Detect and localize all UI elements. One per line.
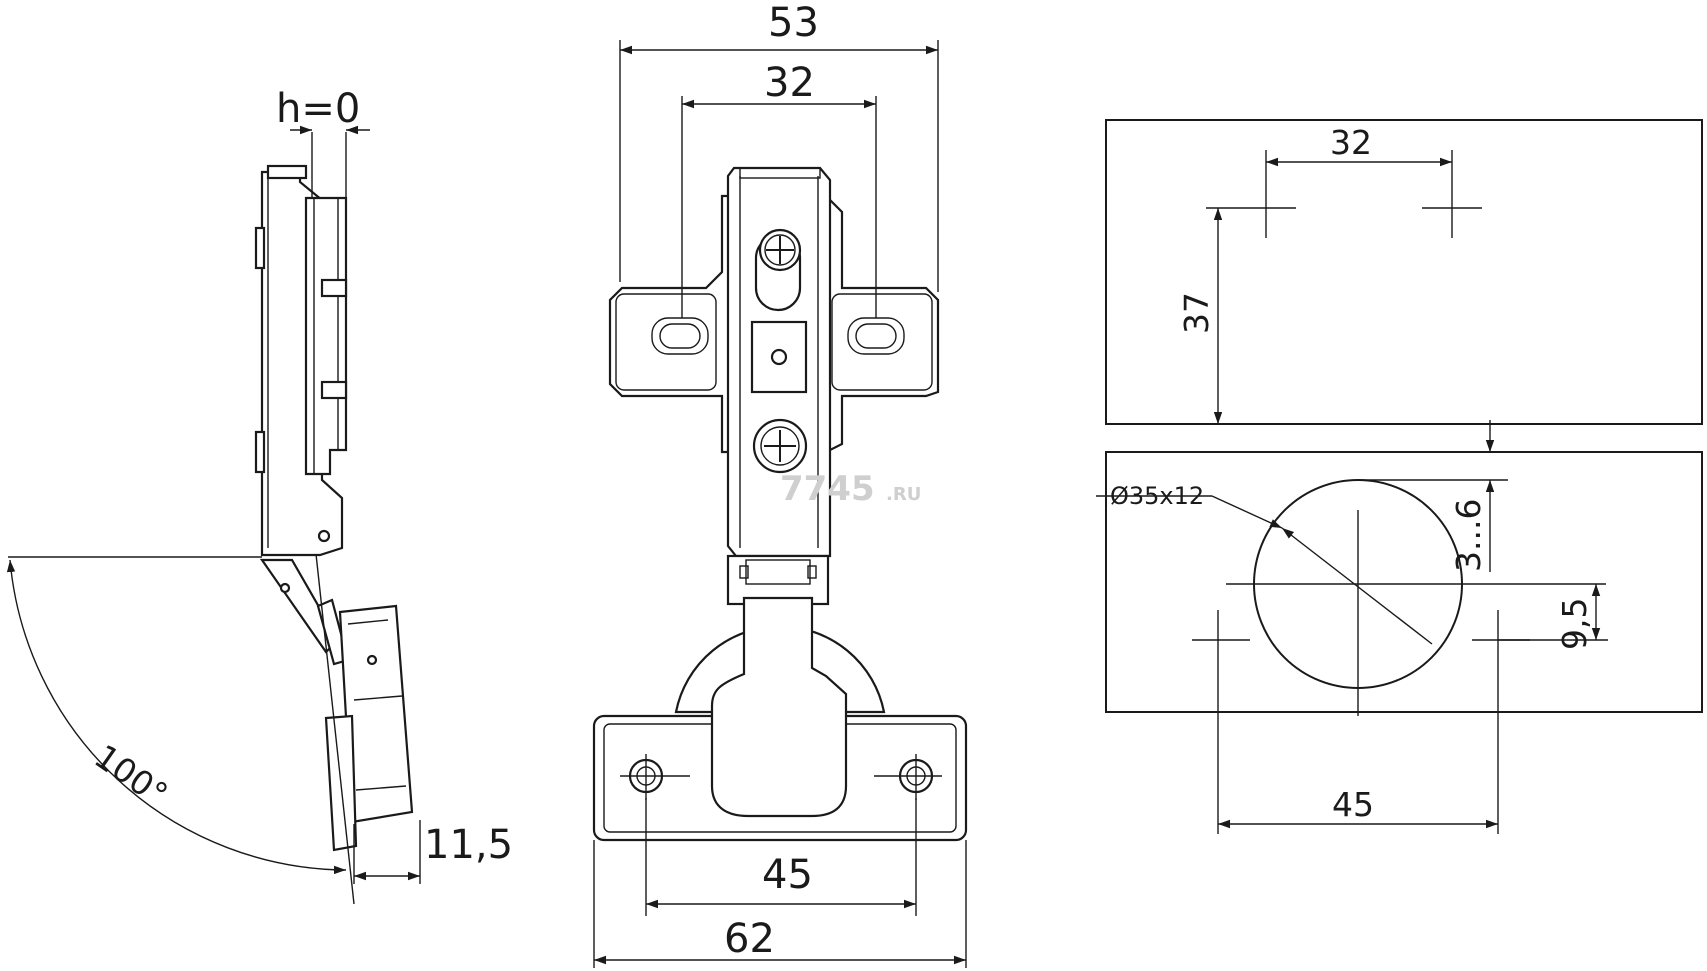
front-view: 53 32 45 62	[592, 0, 968, 968]
screw-spacing-label: 45	[762, 852, 813, 898]
depth-label: 11,5	[424, 822, 513, 868]
overall-width-label: 53	[768, 0, 819, 46]
edge-offset-label: 3...6	[1449, 499, 1488, 572]
base-width-label: 62	[724, 916, 775, 962]
watermark-suffix: .RU	[886, 484, 921, 505]
overlay-label: h=0	[276, 86, 360, 132]
height-label: 37	[1177, 292, 1216, 334]
cup-diameter-label: Ø35x12	[1110, 482, 1204, 510]
watermark-text: 7745	[780, 469, 875, 509]
mount-spacing-label: 32	[764, 60, 815, 106]
top-spacing-label: 32	[1330, 123, 1372, 162]
bottom-spacing-label: 45	[1332, 785, 1374, 824]
hole-offset-label: 9,5	[1555, 598, 1594, 650]
side-view: h=0 100° 11,5	[6, 86, 513, 905]
drilling-template: 32 37 Ø35x12 3...6 9,5 45	[1096, 119, 1703, 834]
angle-label: 100°	[87, 737, 174, 815]
